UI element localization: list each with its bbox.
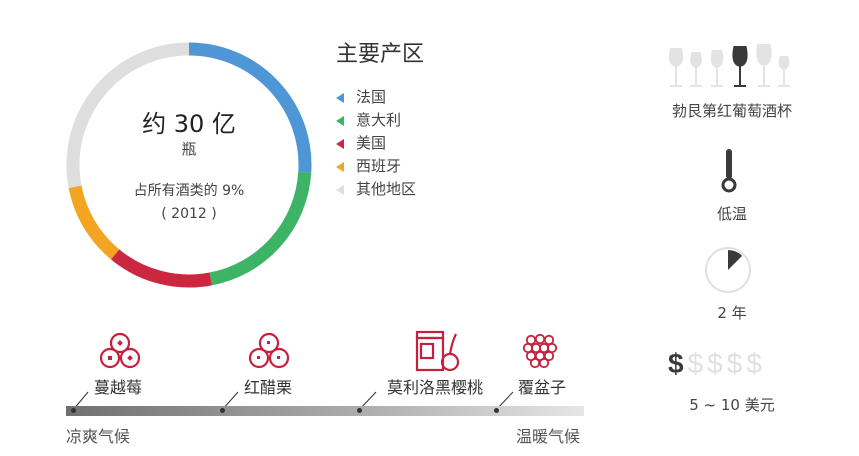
cranberry-icon: [100, 332, 140, 369]
cool-climate-label: 凉爽气候: [66, 427, 131, 446]
climate-gradient-bar: [66, 406, 584, 416]
wine-glass-icons: [668, 44, 790, 87]
aging-clock-icon: [705, 247, 751, 293]
donut-segment-2: [110, 249, 212, 288]
bottle-count: 约 30 亿: [142, 110, 236, 138]
flavor-marker: [220, 408, 225, 413]
wine-glass-icon: [668, 48, 684, 87]
price-dollar-icon: $: [746, 348, 766, 379]
donut-segment-0: [188, 42, 312, 173]
glass-label: 勃艮第红葡萄酒杯: [671, 102, 792, 120]
flavor-label: 莫利洛黑樱桃: [387, 378, 484, 397]
price-rating: $$$$$: [668, 348, 766, 380]
legend-item: 法国: [336, 86, 416, 109]
legend-marker-icon: [336, 184, 344, 195]
legend-item: 美国: [336, 132, 416, 155]
wine-glass-icon: [756, 44, 772, 87]
legend-marker-icon: [336, 161, 344, 172]
raspberry-icon: [522, 333, 558, 369]
flavor-marker: [494, 408, 499, 413]
aging-label: 2 年: [717, 304, 747, 322]
price-label: 5 ~ 10 美元: [689, 396, 775, 414]
legend-label: 意大利: [356, 111, 402, 129]
thermometer-icon: [721, 149, 737, 193]
legend-label: 西班牙: [356, 157, 402, 175]
flavor-label: 蔓越莓: [94, 378, 143, 397]
legend-item: 意大利: [336, 109, 416, 132]
legend-marker-icon: [336, 115, 344, 126]
legend-marker-icon: [336, 92, 344, 103]
legend-marker-icon: [336, 138, 344, 149]
data-year: ( 2012 ): [161, 206, 217, 222]
legend-label: 美国: [356, 134, 387, 152]
legend-label: 法国: [356, 88, 387, 106]
donut-segment-1: [209, 171, 312, 286]
flavor-marker: [71, 408, 76, 413]
flavor-marker: [357, 408, 362, 413]
price-dollar-icon: $: [687, 348, 708, 379]
wine-glass-icon: [690, 52, 702, 87]
legend-label: 其他地区: [356, 180, 417, 198]
wine-glass-icon: [710, 50, 724, 87]
legend-title: 主要产区: [336, 42, 425, 67]
wine-glass-icon: [778, 56, 790, 87]
wine-glass-icon: [732, 46, 748, 87]
legend-item: 西班牙: [336, 155, 416, 178]
temperature-label: 低温: [716, 205, 747, 223]
redcurrant-icon: [249, 332, 289, 369]
donut-segment-3: [68, 185, 120, 260]
flavor-label: 覆盆子: [518, 378, 567, 397]
market-share: 占所有酒类的 9%: [133, 183, 245, 199]
price-dollar-icon: $: [726, 348, 747, 379]
legend: 法国 意大利 美国 西班牙 其他地区: [336, 86, 416, 201]
cherry-jar-icon: [415, 330, 460, 372]
donut-segment-4: [66, 42, 190, 188]
price-dollar-icon: $: [668, 348, 688, 379]
price-dollar-icon: $: [707, 348, 727, 379]
flavor-label: 红醋栗: [244, 378, 293, 397]
bottle-unit: 瓶: [181, 140, 197, 158]
legend-item: 其他地区: [336, 178, 416, 201]
production-donut-chart: [66, 42, 312, 288]
warm-climate-label: 温暖气候: [516, 427, 581, 446]
